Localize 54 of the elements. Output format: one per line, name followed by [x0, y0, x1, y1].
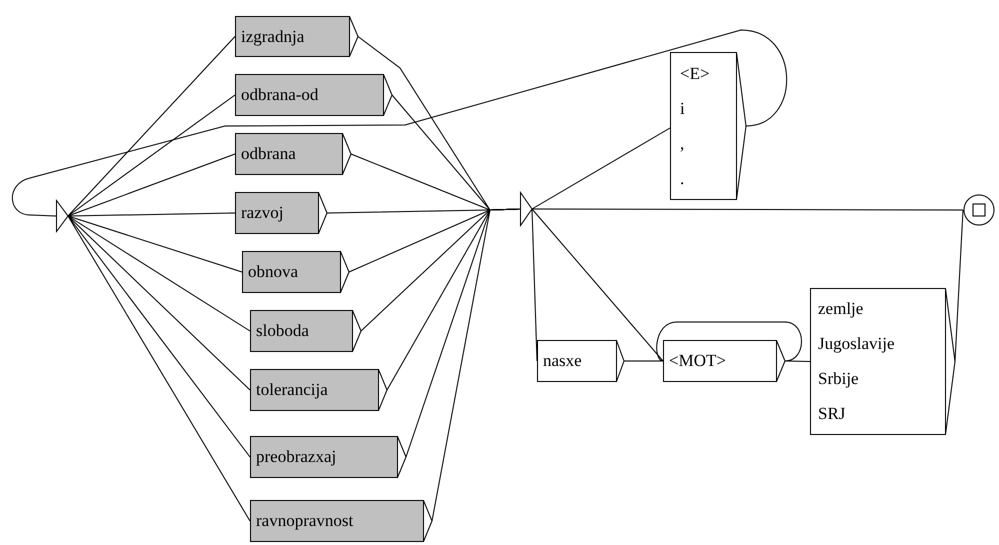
box-text: ravnopravnost [256, 511, 354, 531]
subgraph-box [250, 310, 361, 352]
connector-line [68, 216, 242, 272]
subgraph-box [235, 74, 392, 116]
connector-line [432, 208, 520, 522]
subgraph-box [235, 133, 351, 175]
box-text: razvoj [241, 203, 284, 223]
connector-line [68, 216, 250, 522]
connector-line [532, 208, 964, 210]
connector-line [68, 216, 250, 458]
subgraph-box [250, 436, 406, 478]
connector-line [624, 360, 664, 362]
final-state-circle [963, 194, 995, 226]
box-text: , [680, 134, 686, 154]
box-text: Jugoslavije [818, 334, 894, 354]
connector-line [12, 30, 788, 216]
connector-line [532, 208, 538, 362]
box-text: nasxe [543, 351, 582, 371]
box-text: odbrana-od [241, 85, 318, 105]
box-text: preobrazxaj [256, 447, 336, 467]
connector-line [68, 216, 250, 390]
connector-line [954, 210, 964, 362]
box-text: odbrana [241, 144, 296, 164]
subgraph-box [242, 251, 349, 293]
box-text: SRJ [818, 404, 846, 424]
box-text: obnova [248, 262, 298, 282]
box-text: zemlje [818, 299, 864, 320]
box-text: . [680, 168, 686, 188]
box-text: <MOT> [669, 351, 726, 371]
connector-line [784, 360, 810, 362]
box-text: izgradnja [241, 26, 304, 46]
box-text: Srbije [818, 368, 860, 389]
connector-line [68, 94, 236, 216]
graph-box [537, 340, 624, 382]
subgraph-box [235, 16, 358, 57]
connector-line [68, 154, 236, 216]
graph-box [810, 288, 955, 435]
connector-line [532, 128, 670, 210]
connector-line [532, 208, 664, 362]
connector-line [656, 322, 802, 362]
subgraph-box [250, 500, 432, 542]
box-text: <E> [680, 64, 710, 84]
connector-line [68, 216, 250, 332]
initial-state-triangle [520, 192, 532, 226]
initial-state-triangle [56, 200, 68, 232]
box-text: tolerancija [256, 380, 328, 400]
subgraph-box [235, 192, 327, 234]
connector-line [68, 36, 236, 216]
subgraph-box [250, 369, 387, 411]
box-text: sloboda [256, 321, 309, 341]
graph-box [663, 340, 785, 382]
connector-line [68, 212, 236, 216]
graph-box [670, 52, 746, 200]
box-text: i [680, 98, 686, 118]
